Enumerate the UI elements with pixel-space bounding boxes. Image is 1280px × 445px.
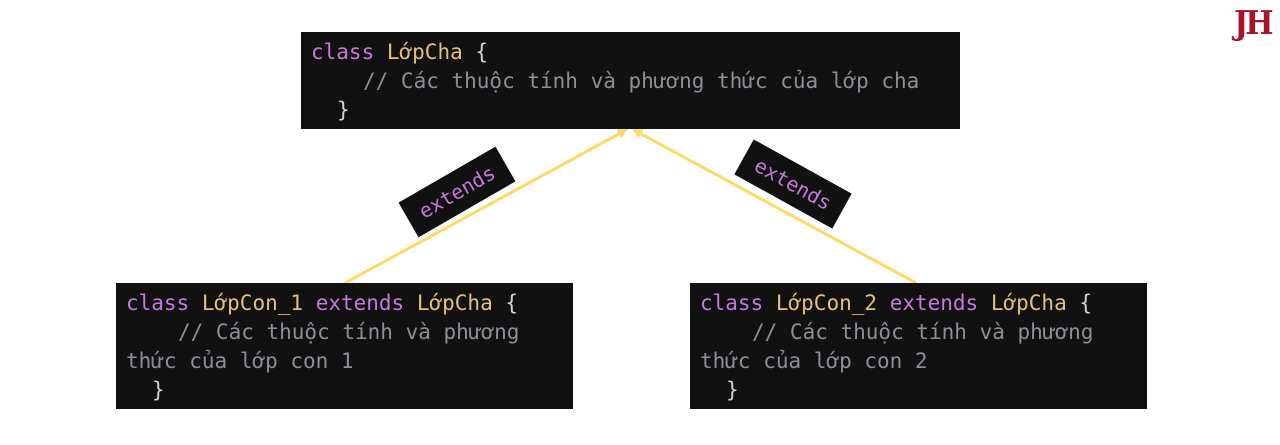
keyword-extends: extends bbox=[315, 291, 405, 315]
close-brace: } bbox=[337, 98, 350, 122]
keyword-extends: extends bbox=[889, 291, 979, 315]
open-brace: { bbox=[475, 40, 489, 64]
class-name: LớpCon_1 bbox=[201, 291, 304, 315]
keyword-class: class bbox=[311, 40, 375, 64]
child1-comment-line-2: thức của lớp con 1 bbox=[126, 349, 354, 373]
parent-comment: // Các thuộc tính và phương thức của lớp… bbox=[363, 69, 920, 93]
open-brace: { bbox=[1079, 291, 1093, 315]
open-brace: { bbox=[505, 291, 519, 315]
child2-line-1: class LớpCon_2 extends LớpCha { bbox=[700, 289, 1137, 318]
parent-line-1: class LớpCha { bbox=[311, 38, 950, 67]
arrow-child1-to-parent bbox=[344, 128, 628, 285]
keyword-class: class bbox=[126, 291, 190, 315]
child1-comment-line-1: // Các thuộc tính và phương bbox=[178, 320, 520, 344]
class-name: LớpCon_2 bbox=[775, 291, 878, 315]
close-brace: } bbox=[152, 378, 165, 402]
child2-class-code: class LớpCon_2 extends LớpCha {// Các th… bbox=[690, 283, 1147, 409]
keyword-class: class bbox=[700, 291, 764, 315]
logo: JH bbox=[1234, 4, 1274, 43]
child2-comment-line-2: thức của lớp con 2 bbox=[700, 349, 928, 373]
arrow-child2-to-parent bbox=[632, 128, 917, 285]
child1-line-1: class LớpCon_1 extends LớpCha { bbox=[126, 289, 563, 318]
parent-class-name: LớpCha bbox=[990, 291, 1067, 315]
class-name: LớpCha bbox=[386, 40, 463, 64]
child2-comment-line-1: // Các thuộc tính và phương bbox=[752, 320, 1094, 344]
child1-class-code: class LớpCon_1 extends LớpCha {// Các th… bbox=[116, 283, 573, 409]
parent-class-name: LớpCha bbox=[416, 291, 493, 315]
close-brace: } bbox=[726, 378, 739, 402]
parent-class-code: class LớpCha {// Các thuộc tính và phươn… bbox=[301, 32, 960, 129]
